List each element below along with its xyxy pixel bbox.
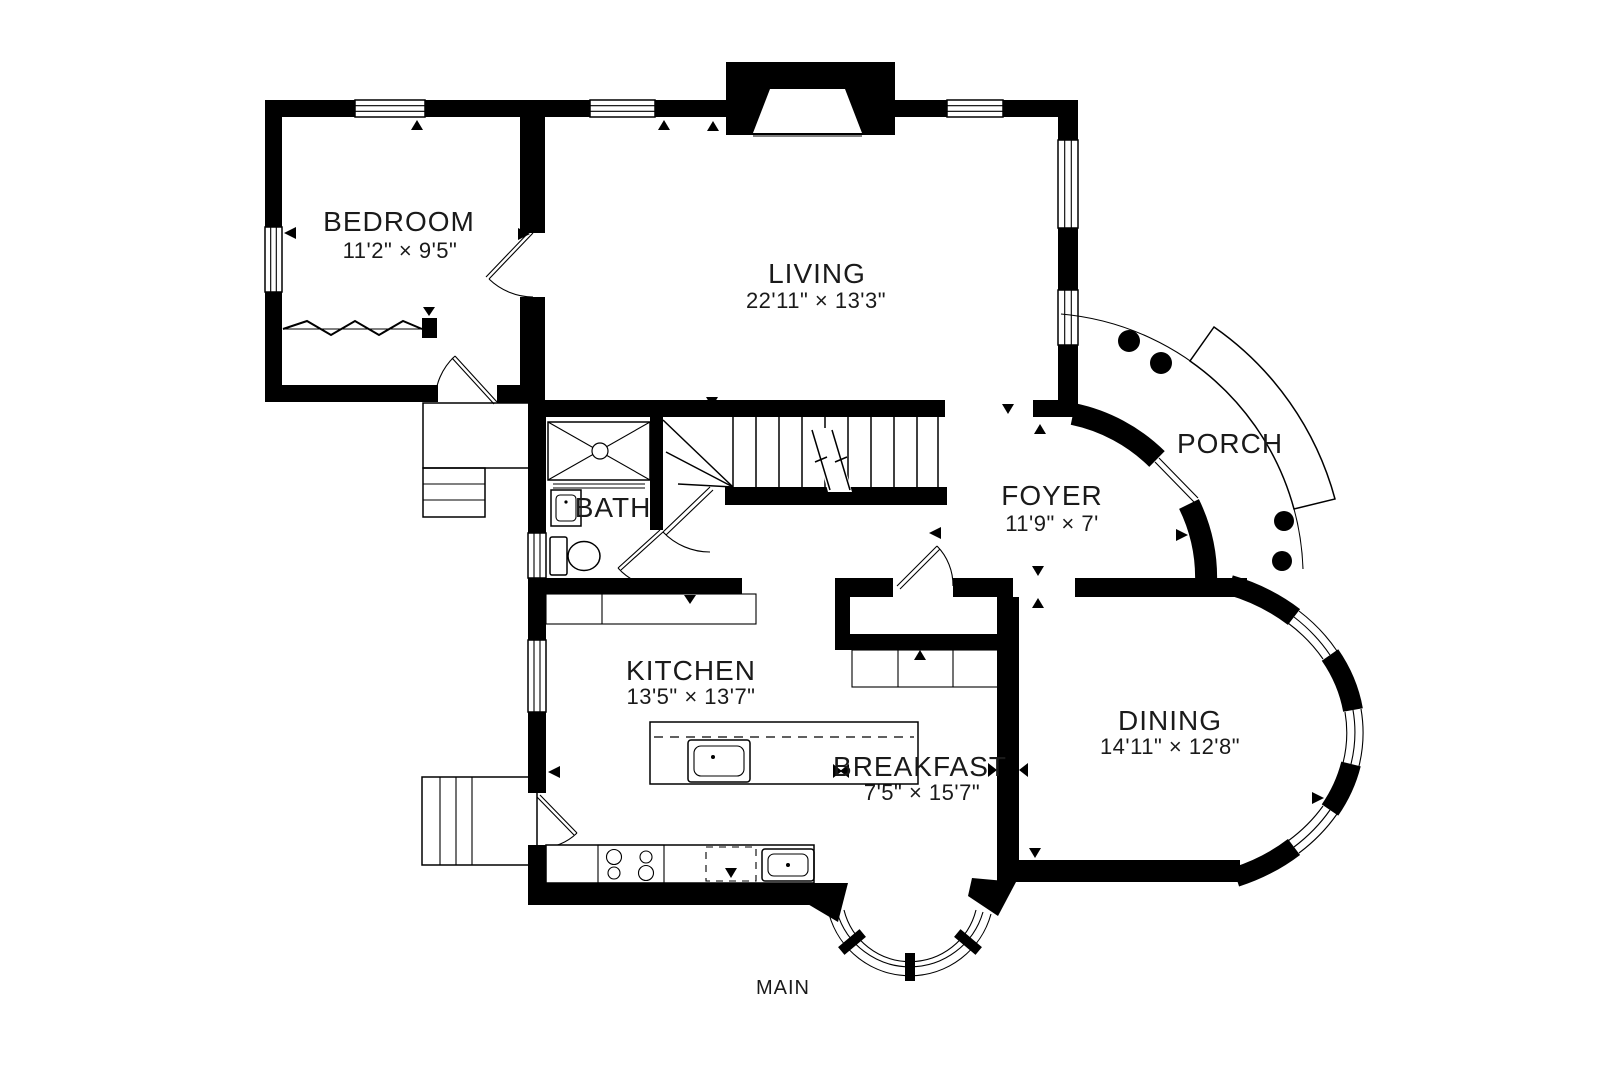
marker-triangle <box>1312 792 1324 804</box>
breakfast-bay-window <box>828 909 992 981</box>
door-bedroom-exterior <box>434 355 498 405</box>
room-dims-dining: 14'11" × 12'8" <box>1100 734 1240 759</box>
marker-triangle <box>284 227 296 239</box>
door-hall <box>662 486 714 553</box>
marker-triangle <box>988 763 997 777</box>
side-entry-landing <box>422 402 531 518</box>
marker-triangle <box>914 650 926 660</box>
direction-markers <box>284 120 1324 878</box>
kitchen-island <box>649 721 919 785</box>
window-bath-left <box>527 532 547 579</box>
room-label-living: LIVING <box>768 258 866 289</box>
floor-label: MAIN <box>756 977 810 999</box>
kitchen-counter <box>545 844 815 884</box>
room-label-bath: BATH <box>575 492 652 523</box>
room-label-kitchen: KITCHEN <box>626 655 756 686</box>
marker-triangle <box>707 121 719 131</box>
kitchen-fixtures <box>545 593 1004 884</box>
room-dims-kitchen: 13'5" × 13'7" <box>626 684 755 709</box>
porch-steps <box>1188 325 1336 510</box>
marker-triangle <box>725 868 737 878</box>
dining-bay-window-3 <box>1287 805 1338 854</box>
upper-cabinet-run <box>545 593 757 625</box>
marker-triangle <box>518 228 530 240</box>
room-dims-breakfast: 7'5" × 15'7" <box>864 780 980 805</box>
labels-layer: BEDROOM 11'2" × 9'5" LIVING 22'11" × 13'… <box>323 206 1283 999</box>
room-label-porch: PORCH <box>1177 428 1283 459</box>
stove <box>597 844 665 884</box>
marker-triangle <box>1176 529 1188 541</box>
window-bedroom-left <box>264 226 283 293</box>
kitchen-entry-steps <box>421 776 538 866</box>
marker-triangle <box>411 120 423 130</box>
marker-triangle <box>423 307 435 316</box>
window-living-right-upper <box>1057 139 1079 229</box>
marker-triangle <box>1032 566 1044 576</box>
room-label-foyer: FOYER <box>1001 480 1102 511</box>
porch-details <box>1060 313 1336 571</box>
porch-door-leaf <box>1154 457 1199 503</box>
porch-column <box>1274 511 1294 531</box>
bedroom-closet-rod <box>282 318 437 338</box>
marker-triangle <box>929 527 941 539</box>
marker-triangle <box>1032 598 1044 608</box>
door-bath <box>617 529 664 588</box>
marker-triangle <box>1034 424 1046 434</box>
porch-column <box>1150 352 1172 374</box>
kitchen-sink <box>761 848 815 882</box>
dishwasher <box>705 846 757 882</box>
shower <box>547 421 651 489</box>
foyer-cabinet-run <box>851 649 1004 688</box>
window-living-top-right <box>946 99 1004 118</box>
room-label-dining: DINING <box>1118 705 1222 736</box>
porch-column <box>1272 551 1292 571</box>
marker-triangle <box>658 120 670 130</box>
marker-triangle <box>548 766 560 778</box>
porch-column <box>1118 330 1140 352</box>
marker-triangle <box>833 764 842 778</box>
dining-bay-window-2 <box>1342 708 1364 767</box>
dining-bay-window-1 <box>1287 610 1338 660</box>
bay-windows-layer <box>828 610 1364 981</box>
bath-sink <box>550 489 582 527</box>
bath-fixtures <box>547 421 651 576</box>
toilet <box>549 536 601 576</box>
room-label-breakfast: BREAKFAST <box>833 751 1007 782</box>
room-dims-bedroom: 11'2" × 9'5" <box>343 238 458 263</box>
door-kitchen-exterior <box>536 794 578 849</box>
window-living-top-left <box>589 99 656 118</box>
marker-triangle <box>840 764 849 778</box>
marker-triangle <box>1029 848 1041 858</box>
marker-triangle <box>706 397 718 407</box>
marker-triangle <box>1002 404 1014 414</box>
window-bedroom-top <box>354 99 426 118</box>
walls-layer <box>265 62 1363 922</box>
staircase <box>662 417 939 492</box>
stair-break-gap <box>810 428 852 492</box>
doors-layer <box>434 230 954 849</box>
fireplace <box>726 62 895 137</box>
window-kitchen-left <box>527 639 547 713</box>
room-dims-foyer: 11'9" × 7' <box>1005 511 1099 536</box>
marker-triangle <box>1019 763 1028 777</box>
room-dims-living: 22'11" × 13'3" <box>746 288 886 313</box>
window-living-right-lower <box>1057 289 1079 346</box>
room-label-bedroom: BEDROOM <box>323 206 475 237</box>
door-closet <box>896 545 954 590</box>
door-bedroom <box>485 230 534 298</box>
windows-layer <box>264 99 1079 713</box>
marker-triangle <box>684 595 696 604</box>
